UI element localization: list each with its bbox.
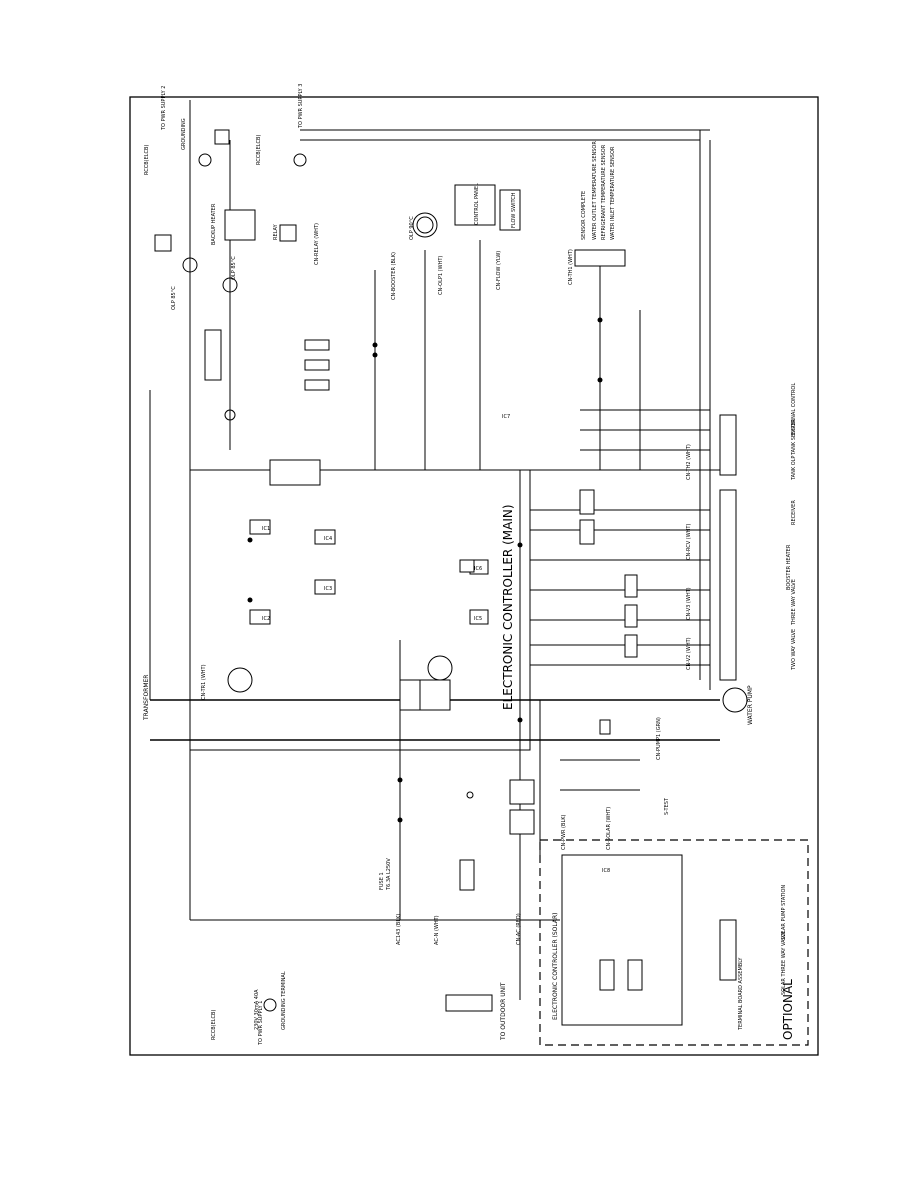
- solar-controller-box: [561, 854, 683, 1026]
- ic-label: IC4: [324, 536, 332, 542]
- olp-3: OLP 90°C: [409, 216, 415, 240]
- sensor-inlet: WATER INLET TEMPERATURE SENSOR: [610, 146, 616, 240]
- ic-label: IC8: [602, 868, 610, 874]
- connector-label: CN-V3 (WHT): [686, 587, 692, 620]
- relay-label: RELAY: [273, 223, 279, 240]
- olp-1: OLP 85°C: [171, 286, 177, 310]
- signal-wires: [530, 409, 710, 791]
- tank-olp: TANK OLP: [791, 456, 797, 481]
- connector-label: CN-PWR (BLK): [561, 814, 567, 850]
- pwr-supply-2: TO PWR SUPPLY 2: [161, 86, 167, 131]
- diagram-frame: [129, 96, 819, 1056]
- pwr-supply-1: TO PWR SUPPLY 1: [258, 1001, 264, 1046]
- connector-label: CN-SOLAR (WHT): [606, 807, 612, 850]
- connector-label: CN-FLOW (YLW): [496, 251, 502, 290]
- ic-label: IC5: [474, 616, 482, 622]
- rccb-3: RCCB(ELCB): [256, 135, 262, 165]
- connector-label: CN-AC (RED): [516, 913, 522, 945]
- olp-2: OLP 85°C: [231, 256, 237, 280]
- connector-label: CN-TH1 (WHT): [568, 249, 574, 285]
- control-panel-label: CONTROL PANEL: [474, 183, 480, 225]
- rccb-2: RCCB(ELCB): [144, 145, 150, 175]
- ic-label: IC7: [502, 414, 510, 420]
- grounding-terminal-label: GROUNDING TERMINAL: [281, 971, 287, 1030]
- connector-labels: CN-BOOSTER (BLK) CN-RELAY (WHT) CN-OLP1 …: [201, 223, 692, 945]
- ic-label: IC2: [262, 616, 270, 622]
- ic-labels: IC1 IC2 IC3 IC4 IC5 IC6 IC7 IC8: [262, 414, 610, 874]
- labels: ELECTRONIC CONTROLLER (MAIN) OPTIONAL EL…: [143, 84, 797, 1046]
- solar-three-way-label: SOLAR THREE WAY VALVE: [781, 931, 787, 995]
- transformer-label: TRANSFORMER: [143, 675, 150, 721]
- three-way-valve-label: THREE WAY VALVE: [791, 579, 797, 626]
- pwr-supply-3: TO PWR SUPPLY 3: [298, 84, 304, 129]
- sensor-complete: SENSOR COMPLETE: [581, 191, 587, 240]
- receiver-label: RECEIVER: [791, 500, 797, 525]
- main-controller-board: [189, 469, 531, 751]
- connector-label: CN-BOOSTER (BLK): [391, 252, 397, 300]
- ic-label: IC3: [324, 586, 332, 592]
- tank-sensor: TANK SENSOR: [791, 419, 797, 456]
- connector-label: CN-V2 (WHT): [686, 637, 692, 670]
- two-way-valve-label: TWO WAY VALVE: [791, 629, 797, 671]
- main-title: ELECTRONIC CONTROLLER (MAIN): [501, 504, 515, 710]
- backup-heater-label: BACKUP HEATER: [211, 203, 217, 245]
- connector-label: CN-TR1 (WHT): [201, 664, 207, 700]
- external-control: EXTERNAL CONTROL: [791, 383, 797, 435]
- terminal-board-label: TERMINAL BOARD ASSEMBLY: [738, 957, 744, 1031]
- connector-label: CN-RELAY (WHT): [314, 223, 320, 265]
- fuse-rating: T6.3A L250V: [386, 858, 392, 891]
- outdoor-unit-label: TO OUTDOOR UNIT: [500, 982, 507, 1041]
- booster-heater-label: BOOSTER HEATER: [786, 544, 792, 590]
- s-test-label: S-TEST: [664, 797, 670, 815]
- flow-switch-label: FLOW SWITCH: [511, 192, 517, 228]
- components: [154, 129, 643, 991]
- water-pump-label: WATER PUMP: [747, 685, 754, 725]
- symbols: [182, 153, 748, 1012]
- ic-label: IC1: [262, 526, 270, 532]
- sensor-refrig: REFRIGERANT TEMPERATURE SENSOR: [601, 144, 607, 240]
- rccb-1: RCCB(ELCB): [211, 1010, 217, 1040]
- optional-region: [539, 839, 809, 1046]
- connector-label: CN-TH2 (WHT): [686, 444, 692, 480]
- sensor-outlet: WATER OUTLET TEMPERATURE SENSOR: [592, 141, 598, 240]
- connector-label: CN-RCV (WHT): [686, 524, 692, 560]
- solar-controller-label: ELECTRONIC CONTROLLER (SOLAR): [552, 912, 559, 1020]
- terminal-blocks: [204, 184, 737, 1012]
- connector-label: CN-OLP1 (WHT): [438, 256, 444, 295]
- connector-label: CN-PUMP1 (GRN): [656, 717, 662, 760]
- grounding-label: GROUNDING: [181, 118, 187, 150]
- optional-label: OPTIONAL: [781, 979, 795, 1040]
- connector-label: AC143 (BLK): [396, 914, 402, 945]
- ic-label: IC6: [474, 566, 482, 572]
- fuse-label: FUSE 1: [379, 872, 385, 890]
- connector-label: AC-N (WHT): [434, 915, 440, 945]
- solar-pump-label: SOLAR PUMP STATION: [781, 885, 787, 940]
- rccb-rating: 230V 30mA 40A: [254, 989, 260, 1030]
